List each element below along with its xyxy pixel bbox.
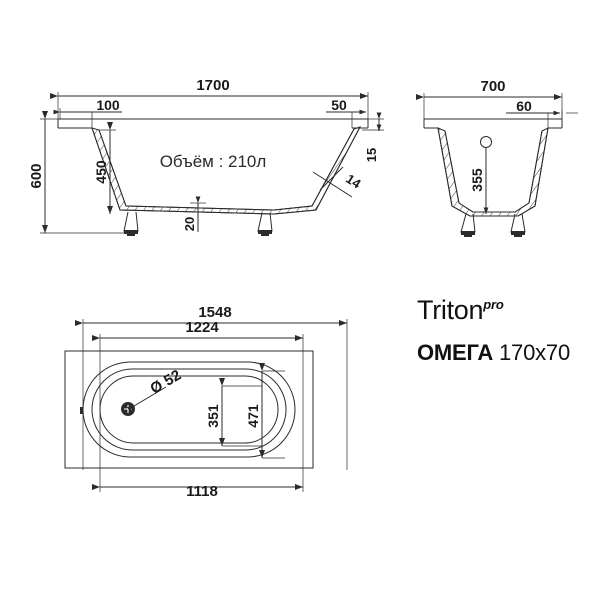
dim-plan-outer-width: 471 — [245, 404, 261, 428]
dim-side-length: 1700 — [196, 77, 229, 94]
model-size: 170x70 — [499, 340, 570, 365]
brand-name: Triton — [417, 295, 484, 325]
side-elevation-group — [40, 92, 384, 236]
brand-superscript: pro — [483, 297, 504, 312]
dim-plan-inner-bottom-length: 1118 — [186, 483, 218, 500]
dim-end-width: 700 — [480, 78, 505, 95]
dim-side-right-rim: 50 — [331, 97, 347, 113]
dim-side-wall-thickness: 14 — [343, 171, 364, 192]
dim-side-left-rim: 100 — [96, 97, 120, 113]
model-block: ОМЕГА 170x70 — [417, 340, 570, 366]
dim-end-inner-depth: 355 — [469, 168, 485, 192]
dim-side-overall-height: 600 — [28, 163, 45, 188]
dim-plan-inner-top-length: 1224 — [185, 319, 219, 336]
brand-name-block: Tritonpro — [417, 295, 504, 326]
dim-plan-outer-length: 1548 — [198, 304, 231, 321]
dim-side-inner-depth: 450 — [93, 160, 109, 184]
dim-end-rim-width: 60 — [516, 98, 532, 114]
plan-view-group — [64, 319, 348, 492]
dim-side-rim-thickness: 15 — [364, 148, 379, 162]
dim-plan-inner-width: 351 — [205, 404, 221, 428]
dim-plan-drain-diameter: Ø 52 — [147, 367, 184, 398]
volume-annotation: Объём : 210л — [160, 152, 267, 171]
model-name: ОМЕГА — [417, 340, 494, 365]
end-elevation-group — [416, 93, 578, 237]
dim-side-floor-offset: 20 — [182, 217, 197, 231]
